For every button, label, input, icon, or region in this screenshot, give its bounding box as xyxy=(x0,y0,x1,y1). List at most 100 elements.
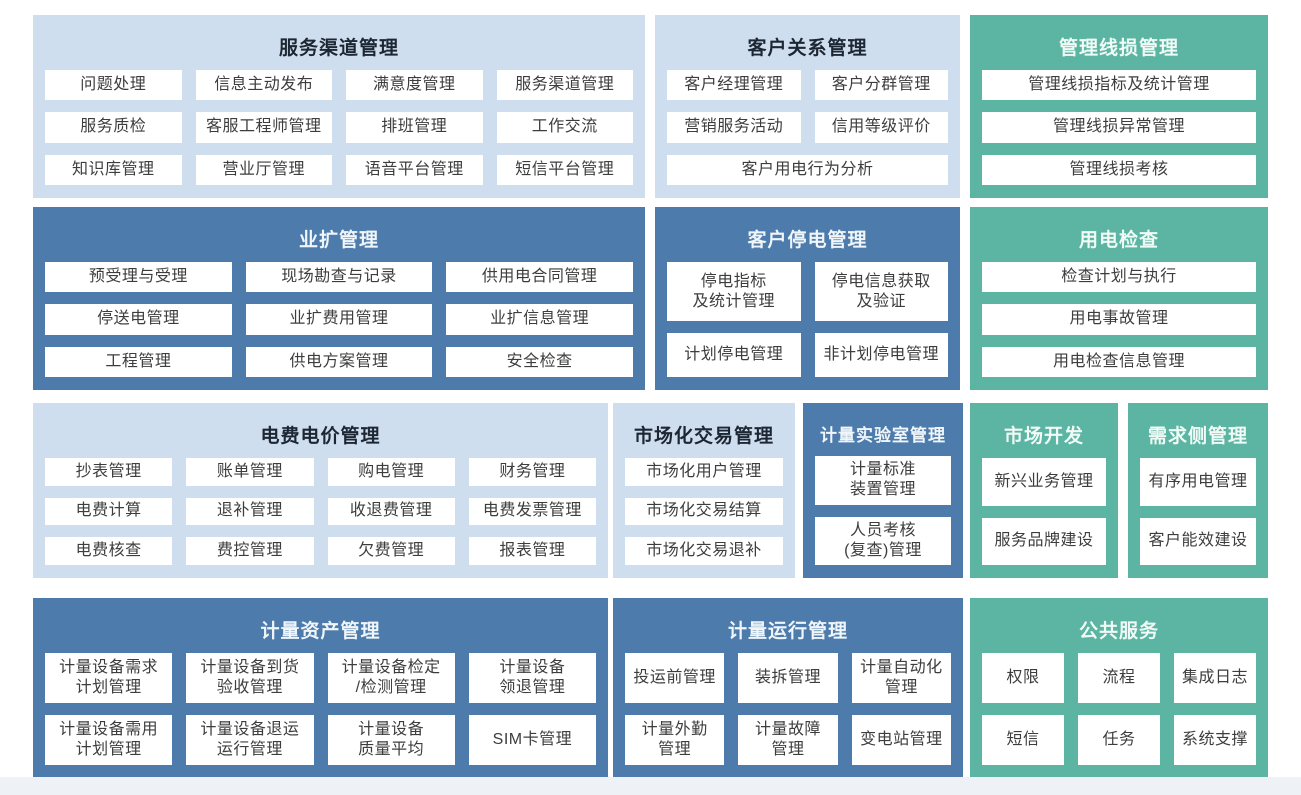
module-item: 流程 xyxy=(1078,653,1160,703)
block-customer-relationship-mgmt: 客户关系管理 客户经理管理 客户分群管理 营销服务活动 信用等级评价 客户用电行… xyxy=(655,15,960,198)
module-item: 停电指标 及统计管理 xyxy=(667,262,801,322)
module-item: 业扩信息管理 xyxy=(446,304,633,335)
module-item: 装拆管理 xyxy=(738,653,838,703)
block-items: 新兴业务管理 服务品牌建设 xyxy=(982,458,1106,565)
module-item: 退补管理 xyxy=(186,497,314,526)
block-items: 有序用电管理 客户能效建设 xyxy=(1140,458,1256,565)
module-item: 停电信息获取 及验证 xyxy=(814,262,948,322)
block-items: 投运前管理 装拆管理 计量自动化 管理 计量外勤 管理 计量故障 管理 变电站管… xyxy=(625,653,951,765)
block-title: 业扩管理 xyxy=(298,230,379,251)
block-title: 计量资产管理 xyxy=(260,621,381,642)
block-title: 电费电价管理 xyxy=(260,426,381,447)
module-item: 计量自动化 管理 xyxy=(851,653,951,703)
block-title: 市场开发 xyxy=(1003,426,1084,447)
block-items: 检查计划与执行 用电事故管理 用电检查信息管理 xyxy=(982,262,1256,377)
module-item: 营业厅管理 xyxy=(195,154,332,185)
module-item: 服务品牌建设 xyxy=(982,517,1106,565)
module-item: 用电事故管理 xyxy=(982,304,1256,335)
module-item: 任务 xyxy=(1078,715,1160,765)
module-item: 工作交流 xyxy=(496,112,633,143)
block-service-channel-mgmt: 服务渠道管理 问题处理 信息主动发布 满意度管理 服务渠道管理 服务质检 客服工… xyxy=(33,15,645,198)
module-item: 检查计划与执行 xyxy=(982,262,1256,293)
block-items: 管理线损指标及统计管理 管理线损异常管理 管理线损考核 xyxy=(982,70,1256,185)
block-title: 管理线损管理 xyxy=(1058,38,1179,59)
module-item: 信用等级评价 xyxy=(814,112,948,143)
module-item: 满意度管理 xyxy=(346,70,483,101)
module-item: 非计划停电管理 xyxy=(814,333,948,377)
module-item: 权限 xyxy=(982,653,1064,703)
block-metering-asset-mgmt: 计量资产管理 计量设备需求 计划管理 计量设备到货 验收管理 计量设备检定 /检… xyxy=(33,598,608,778)
module-item: 系统支撑 xyxy=(1174,715,1256,765)
block-metering-operation-mgmt: 计量运行管理 投运前管理 装拆管理 计量自动化 管理 计量外勤 管理 计量故障 … xyxy=(613,598,963,778)
block-items: 抄表管理 账单管理 购电管理 财务管理 电费计算 退补管理 收退费管理 电费发票… xyxy=(45,458,596,565)
module-item: 客户经理管理 xyxy=(667,70,801,101)
module-item: 用电检查信息管理 xyxy=(982,346,1256,377)
module-item: 停送电管理 xyxy=(45,304,232,335)
module-item: 计量设备需用 计划管理 xyxy=(45,715,173,765)
block-market-development: 市场开发 新兴业务管理 服务品牌建设 xyxy=(970,403,1118,578)
module-item: 投运前管理 xyxy=(625,653,725,703)
module-item: 计量设备退运 运行管理 xyxy=(186,715,314,765)
block-title: 公共服务 xyxy=(1078,621,1159,642)
block-items: 权限 流程 集成日志 短信 任务 系统支撑 xyxy=(982,653,1256,765)
module-item: 电费核查 xyxy=(45,537,173,565)
module-item: SIM卡管理 xyxy=(468,715,596,765)
block-market-trade-mgmt: 市场化交易管理 市场化用户管理 市场化交易结算 市场化交易退补 xyxy=(613,403,795,578)
block-line-loss-mgmt: 管理线损管理 管理线损指标及统计管理 管理线损异常管理 管理线损考核 xyxy=(970,15,1268,198)
module-item: 客服工程师管理 xyxy=(195,112,332,143)
block-metering-lab-mgmt: 计量实验室管理 计量标准 装置管理 人员考核 (复查)管理 xyxy=(803,403,963,578)
block-billing-pricing-mgmt: 电费电价管理 抄表管理 账单管理 购电管理 财务管理 电费计算 退补管理 收退费… xyxy=(33,403,608,578)
module-item: 变电站管理 xyxy=(851,715,951,765)
block-title: 市场化交易管理 xyxy=(633,426,774,447)
block-title: 用电检查 xyxy=(1078,230,1159,251)
module-item: 收退费管理 xyxy=(327,497,455,526)
module-item: 电费发票管理 xyxy=(468,497,596,526)
module-item: 抄表管理 xyxy=(45,458,173,486)
module-item: 计量设备检定 /检测管理 xyxy=(327,653,455,703)
block-public-service: 公共服务 权限 流程 集成日志 短信 任务 系统支撑 xyxy=(970,598,1268,778)
module-item: 人员考核 (复查)管理 xyxy=(815,516,951,565)
module-item: 安全检查 xyxy=(446,346,633,377)
module-item: 新兴业务管理 xyxy=(982,458,1106,506)
module-item: 营销服务活动 xyxy=(667,112,801,143)
module-item: 有序用电管理 xyxy=(1140,458,1256,506)
module-item: 账单管理 xyxy=(186,458,314,486)
module-item: 预受理与受理 xyxy=(45,262,232,293)
block-customer-outage-mgmt: 客户停电管理 停电指标 及统计管理 停电信息获取 及验证 计划停电管理 非计划停… xyxy=(655,207,960,390)
module-item: 报表管理 xyxy=(468,537,596,565)
module-item: 电费计算 xyxy=(45,497,173,526)
module-item: 计量设备到货 验收管理 xyxy=(186,653,314,703)
module-item: 管理线损异常管理 xyxy=(982,112,1256,143)
block-items: 预受理与受理 现场勘查与记录 供用电合同管理 停送电管理 业扩费用管理 业扩信息… xyxy=(45,262,633,377)
module-item: 市场化用户管理 xyxy=(625,458,783,486)
module-item: 服务质检 xyxy=(45,112,182,143)
module-item: 客户用电行为分析 xyxy=(667,154,948,185)
module-item: 客户分群管理 xyxy=(814,70,948,101)
module-item: 短信 xyxy=(982,715,1064,765)
page-edge-strip xyxy=(0,777,1301,795)
module-item: 欠费管理 xyxy=(327,537,455,565)
module-item: 语音平台管理 xyxy=(346,154,483,185)
module-item: 服务渠道管理 xyxy=(496,70,633,101)
block-title: 服务渠道管理 xyxy=(278,38,399,59)
block-items: 客户经理管理 客户分群管理 营销服务活动 信用等级评价 客户用电行为分析 xyxy=(667,70,948,185)
module-item: 业扩费用管理 xyxy=(245,304,433,335)
block-items: 计量标准 装置管理 人员考核 (复查)管理 xyxy=(815,456,951,565)
block-title: 计量运行管理 xyxy=(727,621,848,642)
module-item: 现场勘查与记录 xyxy=(245,262,433,293)
module-item: 知识库管理 xyxy=(45,154,182,185)
module-item: 管理线损指标及统计管理 xyxy=(982,70,1256,101)
block-power-use-inspection: 用电检查 检查计划与执行 用电事故管理 用电检查信息管理 xyxy=(970,207,1268,390)
block-title: 客户停电管理 xyxy=(747,230,868,251)
block-business-expansion-mgmt: 业扩管理 预受理与受理 现场勘查与记录 供用电合同管理 停送电管理 业扩费用管理… xyxy=(33,207,645,390)
module-item: 排班管理 xyxy=(346,112,483,143)
module-item: 市场化交易退补 xyxy=(625,537,783,565)
block-items: 停电指标 及统计管理 停电信息获取 及验证 计划停电管理 非计划停电管理 xyxy=(667,262,948,377)
module-item: 信息主动发布 xyxy=(195,70,332,101)
block-items: 市场化用户管理 市场化交易结算 市场化交易退补 xyxy=(625,458,783,565)
block-title: 计量实验室管理 xyxy=(820,426,946,445)
module-item: 供电方案管理 xyxy=(245,346,433,377)
module-item: 计量标准 装置管理 xyxy=(815,456,951,505)
module-item: 客户能效建设 xyxy=(1140,517,1256,565)
